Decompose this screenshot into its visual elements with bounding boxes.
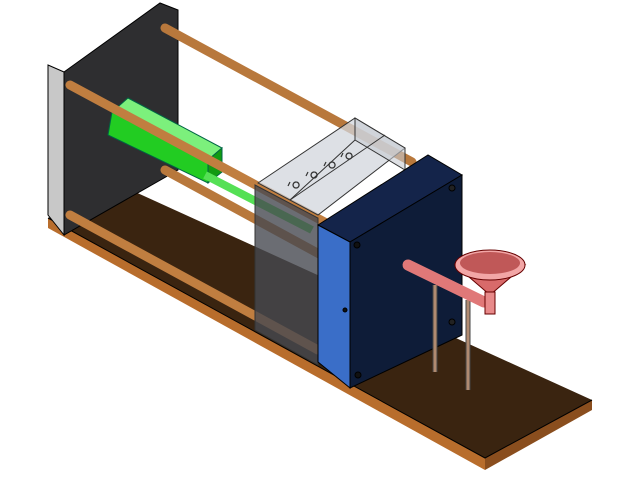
injection-unit <box>402 249 527 390</box>
mold-cavity-marks <box>287 152 353 189</box>
transparent-mold <box>254 117 406 366</box>
barrel <box>402 259 490 308</box>
